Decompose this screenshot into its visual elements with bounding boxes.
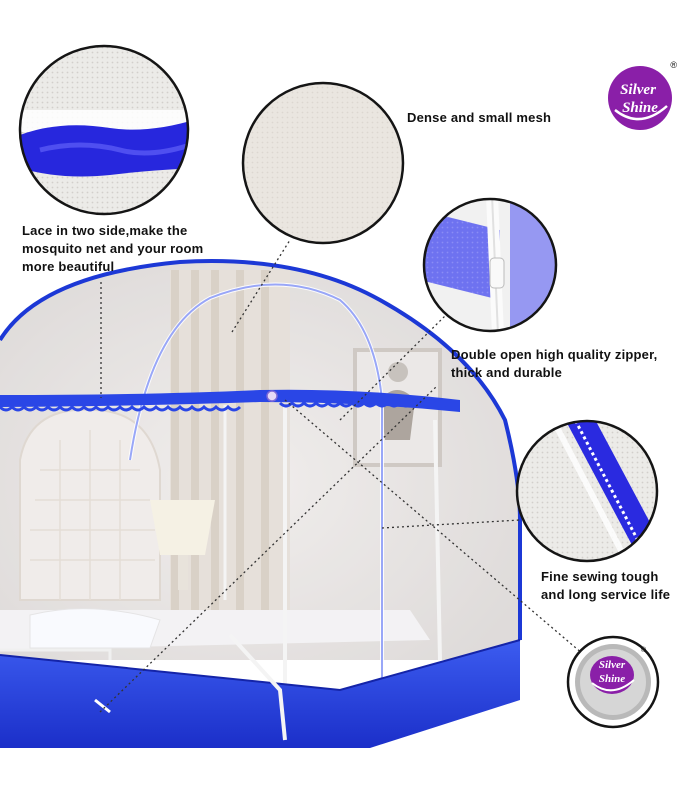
sewing-detail-circle xyxy=(515,419,659,563)
logo-line1: Silver xyxy=(620,82,656,98)
logo-circle-icon xyxy=(566,635,660,729)
registered-mark-small: ® xyxy=(640,647,646,654)
silver-shine-logo: Silver Shine ® xyxy=(607,58,677,132)
dome-frame xyxy=(0,259,522,640)
zipper-caption: Double open high quality zipper, thick a… xyxy=(451,347,658,380)
registered-mark: ® xyxy=(670,60,677,70)
silver-shine-logo-small: Silver Shine ® xyxy=(566,635,660,729)
logo-line2: Shine xyxy=(622,100,658,116)
logo-badge-icon xyxy=(608,66,672,130)
net-base xyxy=(0,640,520,748)
zipper-detail-circle xyxy=(422,197,558,333)
mesh-detail-circle xyxy=(241,81,405,245)
logo-small-line1: Silver xyxy=(598,659,626,671)
callout-lines xyxy=(99,239,591,713)
net-canopy xyxy=(0,261,520,660)
mesh-caption: Dense and small mesh xyxy=(407,110,552,125)
sewing-caption: Fine sewing tough and long service life xyxy=(541,569,671,602)
lace-band xyxy=(0,389,460,412)
logo-small-line2: Shine xyxy=(598,673,626,685)
lace-detail-circle xyxy=(18,44,190,216)
lace-caption: Lace in two side,make the mosquito net a… xyxy=(22,223,204,274)
